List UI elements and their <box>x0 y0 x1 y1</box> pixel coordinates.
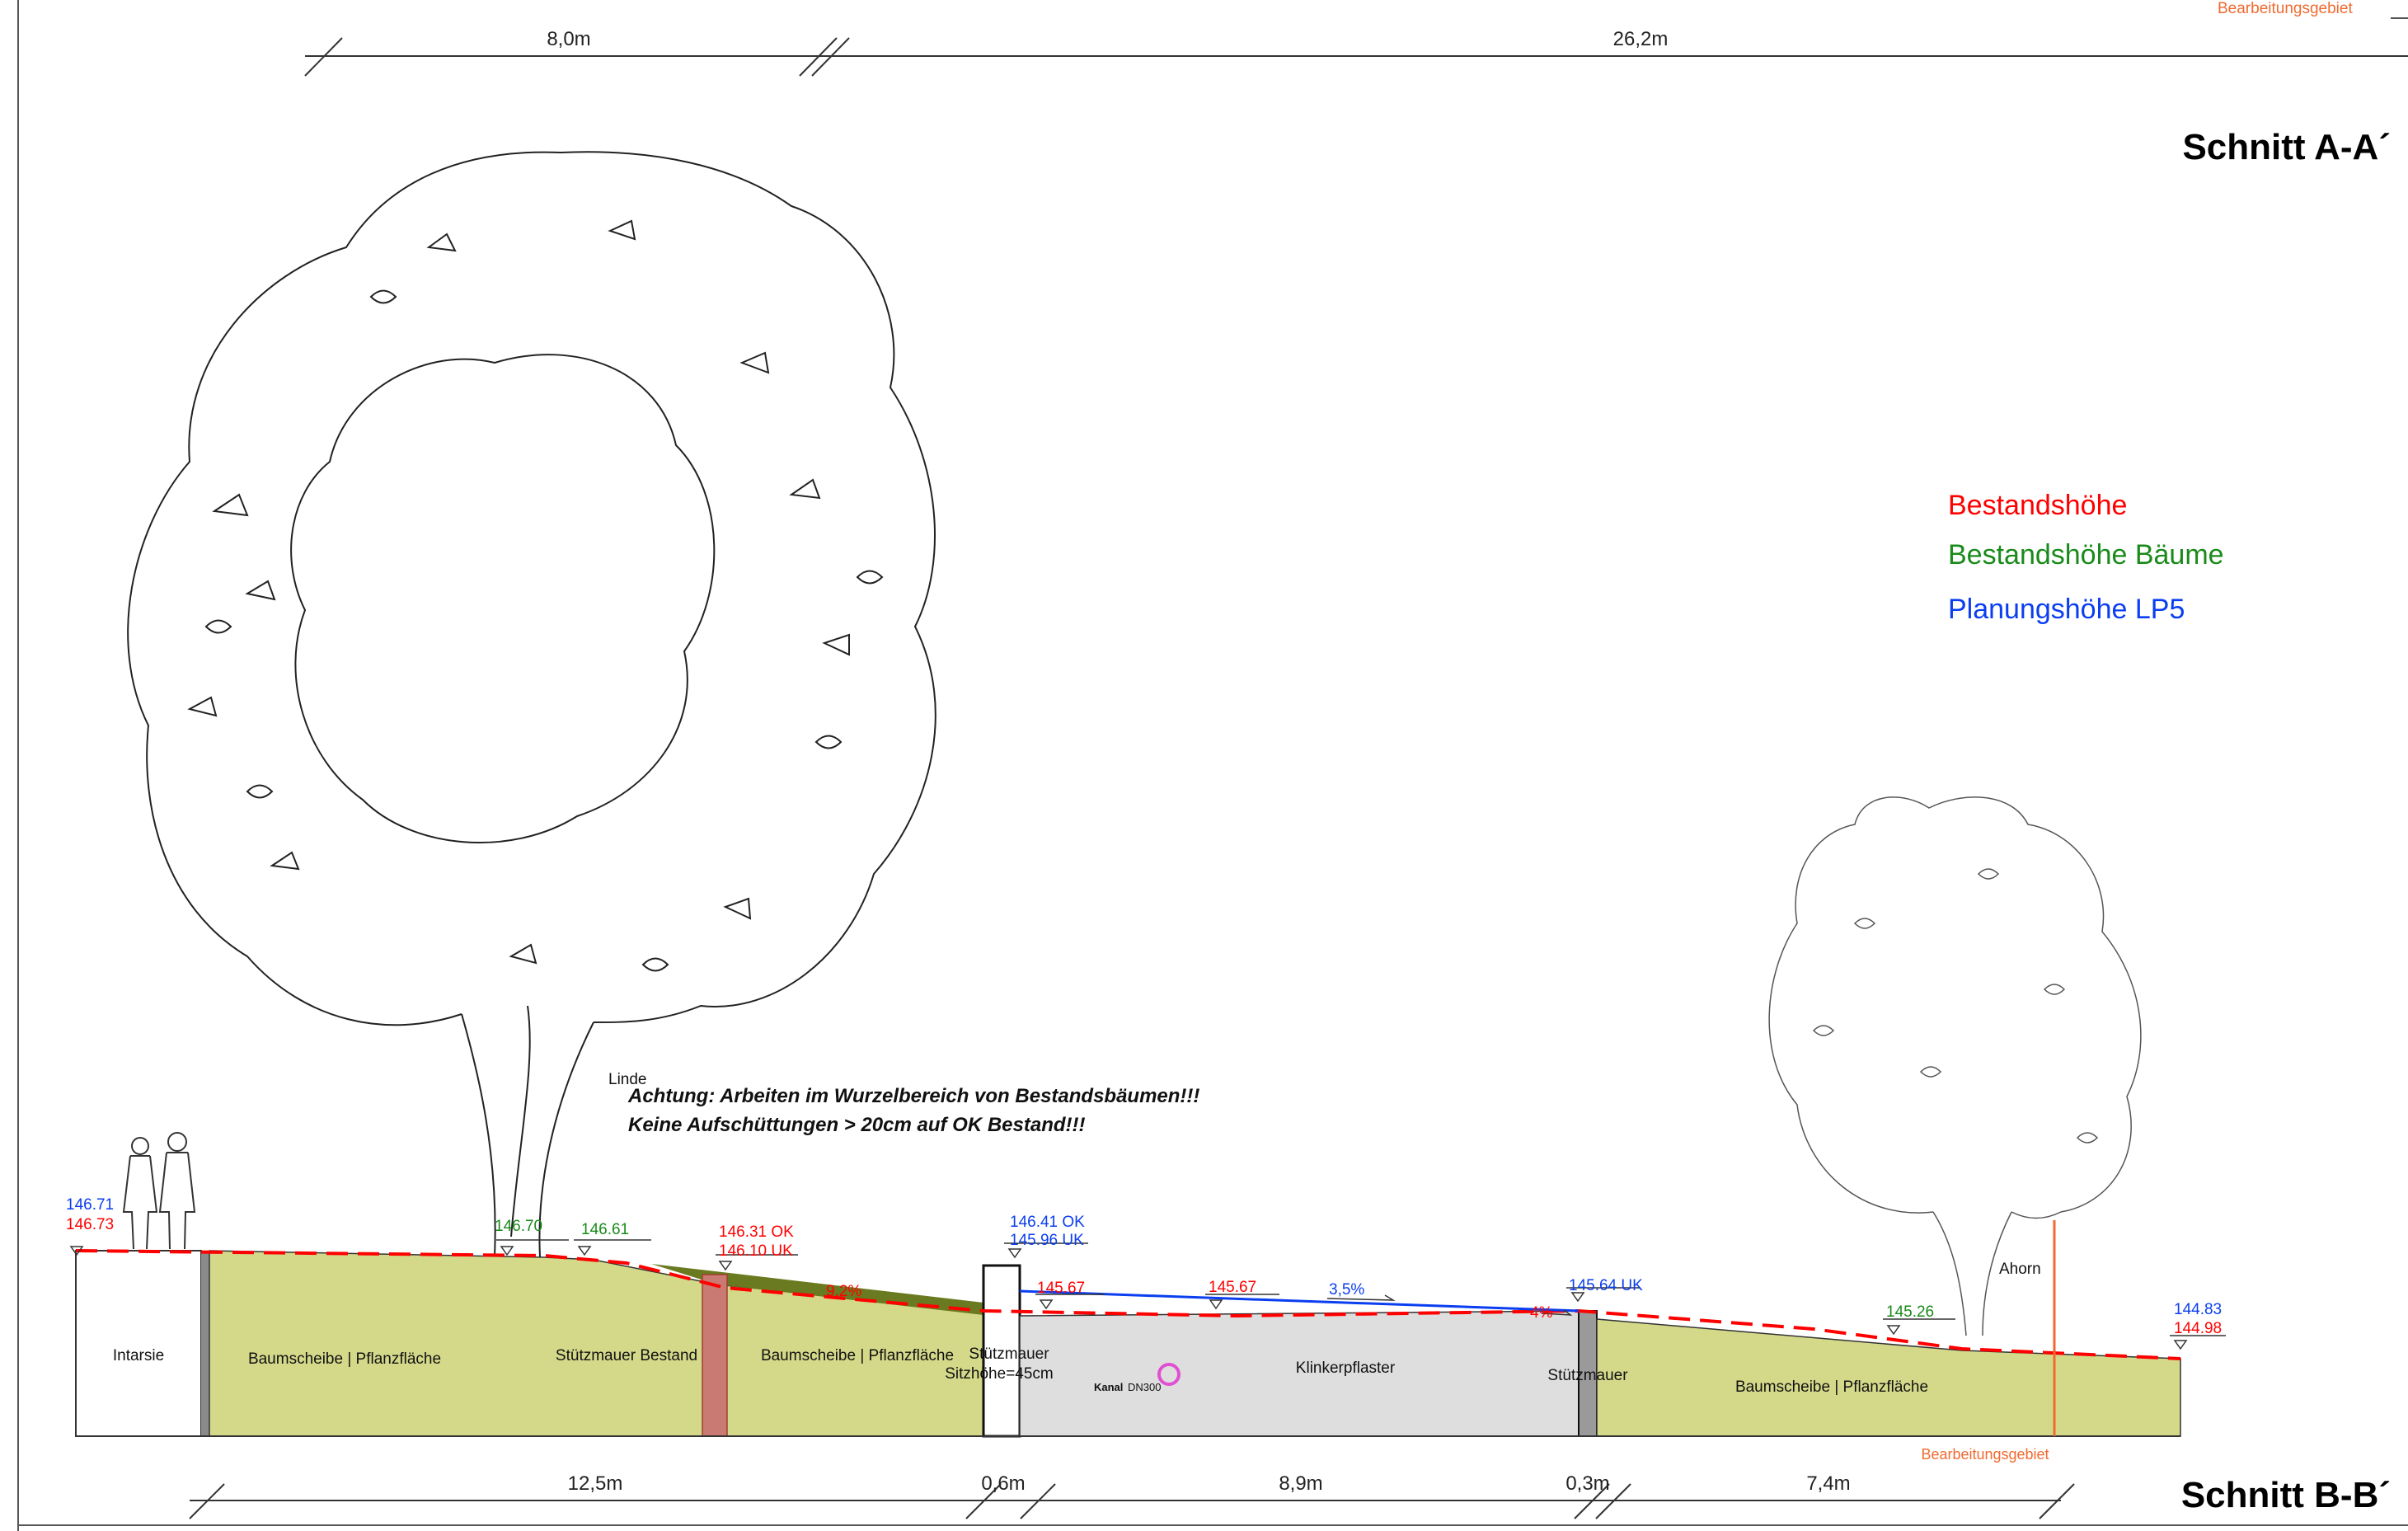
slope-arrow-2 <box>1541 1309 1573 1316</box>
elev-seat-uk: 145.96 UK <box>1010 1232 1084 1249</box>
warning-line-2: Keine Aufschüttungen > 20cm auf OK Besta… <box>628 1114 1086 1136</box>
legend-existing-trees: Bestandshöhe Bäume <box>1948 539 2224 571</box>
zone-label-seat-wall-1: Stützmauer <box>969 1345 1049 1363</box>
slope-label-2: 3,5% <box>1329 1281 1364 1299</box>
zone-intarsie-edge <box>201 1251 209 1436</box>
planned-level-line <box>1019 1289 1580 1313</box>
top-dim-1: 8,0m <box>547 28 590 50</box>
zone-label-canal: Kanal <box>1094 1381 1123 1393</box>
elev-right-wall: 145.64 UK <box>1569 1277 1643 1294</box>
tree-linde <box>127 151 936 1258</box>
elev-left-existing: 146.73 <box>66 1216 114 1233</box>
elevation-markers <box>69 1239 2226 1350</box>
zone-label-paving: Klinkerpflaster <box>1296 1360 1396 1377</box>
zone-label-seat-wall-2: Sitzhöhe=45cm <box>945 1365 1054 1383</box>
elev-tree-b: 146.61 <box>581 1221 629 1238</box>
zone-label-intarsie: Intarsie <box>113 1347 164 1364</box>
elev-tree-right: 145.26 <box>1886 1303 1934 1321</box>
warning-line-1: Achtung: Arbeiten im Wurzelbereich von B… <box>627 1085 1199 1107</box>
top-area-label: Bearbeitungsgebiet <box>2218 0 2353 17</box>
slope-arrow <box>1326 1294 1396 1301</box>
elev-end-existing: 144.98 <box>2174 1320 2222 1337</box>
elev-mid-2: 145.67 <box>1209 1279 1256 1296</box>
slope-label-3: 4% <box>1530 1304 1553 1322</box>
zone-label-wall-existing: Stützmauer Bestand <box>556 1347 697 1364</box>
zone-label-planting-3: Baumscheibe | Pflanzfläche <box>1735 1378 1928 1396</box>
zone-existing-wall <box>702 1274 728 1437</box>
elev-wall-uk: 146.10 UK <box>719 1242 793 1260</box>
zone-label-planting-1: Baumscheibe | Pflanzfläche <box>248 1350 441 1368</box>
tree-ahorn <box>1768 796 2142 1336</box>
existing-level-line <box>75 1249 2181 1360</box>
bottom-dim-1: 12,5m <box>568 1472 623 1495</box>
elev-tree-a: 146.70 <box>495 1218 542 1235</box>
section-title-top: Schnitt A-A´ <box>2182 127 2391 167</box>
people-silhouettes <box>122 1132 196 1250</box>
section-profile <box>75 1250 2181 1438</box>
elev-seat-ok: 146.41 OK <box>1010 1214 1085 1231</box>
zone-label-planting-2: Baumscheibe | Pflanzfläche <box>761 1347 954 1364</box>
zone-planting-left <box>209 1250 984 1437</box>
zone-label-canal-size: DN300 <box>1128 1381 1161 1393</box>
bottom-dim-3: 8,9m <box>1279 1472 1322 1495</box>
zone-label-right-wall: Stützmauer <box>1547 1367 1628 1384</box>
elev-end-planned: 144.83 <box>2174 1301 2222 1318</box>
legend-existing: Bestandshöhe <box>1948 490 2127 521</box>
bottom-dim-4: 0,3m <box>1565 1472 1609 1495</box>
legend-planned: Planungshöhe LP5 <box>1948 594 2185 625</box>
elev-left-planned: 146.71 <box>66 1196 114 1214</box>
tree-ahorn-label: Ahorn <box>1999 1261 2041 1278</box>
top-dimension-line: 8,0m 26,2m <box>304 28 2408 77</box>
legend: Bestandshöhe Bestandshöhe Bäume Planungs… <box>1948 490 2224 625</box>
bottom-dimension-line: 12,5m 0,6m 8,9m 0,3m 7,4m <box>189 1472 2075 1519</box>
zone-intarsie <box>75 1250 202 1437</box>
slope-label-1: 9,2% <box>826 1283 861 1300</box>
section-title-bottom: Schnitt B-B´ <box>2181 1475 2391 1515</box>
elev-mid-1: 145.67 <box>1037 1280 1085 1297</box>
tree-linde-label: Linde <box>608 1071 647 1088</box>
canal-pipe-icon <box>1157 1363 1181 1386</box>
bottom-dim-5: 7,4m <box>1806 1472 1850 1495</box>
elev-wall-ok: 146.31 OK <box>719 1223 794 1241</box>
top-dim-2: 26,2m <box>1613 28 1669 50</box>
bottom-dim-2: 0,6m <box>981 1472 1025 1495</box>
zone-planting-right <box>1596 1318 2181 1437</box>
zone-label-area: Bearbeitungsgebiet <box>1921 1446 2049 1463</box>
